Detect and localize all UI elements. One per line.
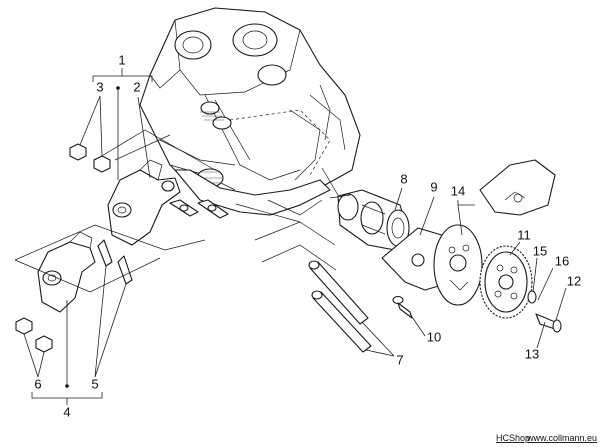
label-11: 11 (517, 227, 531, 242)
label-8: 8 (400, 171, 407, 186)
label-5: 5 (91, 376, 98, 391)
part-labels: 1 3 2 6 5 4 8 9 14 11 15 16 12 10 13 7 (34, 52, 581, 419)
label-13: 13 (525, 346, 539, 361)
sprocket-bolt (535, 313, 562, 333)
label-1: 1 (118, 52, 125, 67)
label-4: 4 (63, 404, 70, 419)
cylinder-head (139, 7, 361, 216)
footer-credit: HCShop www.collmann.eu (496, 433, 597, 443)
rocker-arm-upper (107, 159, 181, 246)
leader-lines (14, 68, 567, 405)
camshaft (337, 189, 410, 251)
lock-nuts-upper (69, 143, 111, 173)
label-3: 3 (96, 79, 103, 94)
decompression-disc (479, 159, 556, 216)
timing-sprocket (479, 245, 533, 319)
footer-site: www.collmann.eu (526, 433, 597, 443)
lock-nuts-lower (15, 317, 53, 353)
label-14: 14 (451, 183, 465, 198)
plate-bolt (392, 295, 413, 319)
label-12: 12 (567, 273, 581, 288)
label-9: 9 (430, 179, 437, 194)
label-10: 10 (427, 329, 441, 344)
adjusting-screws-upper (169, 199, 229, 219)
cam-disc (433, 224, 483, 306)
rocker-arm-lower (37, 231, 96, 313)
label-7: 7 (396, 352, 403, 367)
adjusting-screws-lower (97, 239, 133, 285)
label-16: 16 (555, 253, 569, 268)
footer-shop: HCShop (496, 433, 530, 443)
label-2: 2 (133, 79, 140, 94)
rocker-shafts (308, 260, 372, 353)
label-6: 6 (34, 376, 41, 391)
label-15: 15 (533, 243, 547, 258)
washer (527, 290, 537, 304)
